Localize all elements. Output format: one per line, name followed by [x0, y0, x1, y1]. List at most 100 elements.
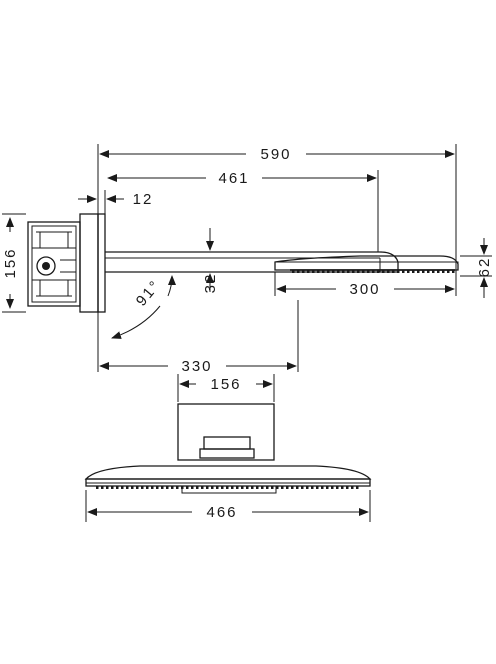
nozzle: [417, 270, 420, 273]
side-nozzles: [292, 270, 455, 273]
nozzle: [432, 270, 435, 273]
connector: [203, 436, 251, 450]
nozzle: [397, 270, 400, 273]
nozzle: [336, 486, 339, 489]
nozzle: [106, 486, 109, 489]
dim-plate-width: 156: [210, 376, 241, 393]
wall-plate: [177, 403, 275, 461]
nozzle: [316, 486, 319, 489]
nozzle: [231, 486, 234, 489]
nozzle: [296, 486, 299, 489]
dim-box-height: 156: [2, 247, 19, 278]
nozzle: [96, 486, 99, 489]
nozzle: [297, 270, 300, 273]
dim-arm-projection: 330: [181, 358, 212, 375]
nozzle: [306, 486, 309, 489]
nozzle: [322, 270, 325, 273]
nozzle: [101, 486, 104, 489]
nozzle: [236, 486, 239, 489]
nozzle: [126, 486, 129, 489]
nozzle: [292, 270, 295, 273]
wall-box: [27, 213, 106, 313]
front-nozzles: [96, 486, 359, 489]
nozzle: [372, 270, 375, 273]
nozzle: [407, 270, 410, 273]
nozzle: [327, 270, 330, 273]
dim-arm-offset: 32: [202, 273, 219, 294]
nozzle: [211, 486, 214, 489]
valve-core: [42, 262, 50, 270]
nozzle: [136, 486, 139, 489]
nozzle: [131, 486, 134, 489]
nozzle: [191, 486, 194, 489]
nozzle: [141, 486, 144, 489]
nozzle: [146, 486, 149, 489]
nozzle: [427, 270, 430, 273]
nozzle: [341, 486, 344, 489]
dim-head-height: 62: [476, 257, 493, 278]
shower-head-side: [274, 255, 459, 273]
nozzle: [351, 486, 354, 489]
nozzle: [226, 486, 229, 489]
nozzle: [377, 270, 380, 273]
side-view: 590 461 12 156 32 91° 62: [2, 144, 493, 375]
dim-head-depth: 300: [349, 281, 380, 298]
nozzle: [151, 486, 154, 489]
nozzle: [317, 270, 320, 273]
nozzle: [387, 270, 390, 273]
nozzle: [176, 486, 179, 489]
shower-arm: [105, 251, 399, 273]
nozzle: [121, 486, 124, 489]
nozzle: [337, 270, 340, 273]
nozzle: [261, 486, 264, 489]
nozzle: [437, 270, 440, 273]
nozzle: [422, 270, 425, 273]
nozzle: [312, 270, 315, 273]
nozzle: [311, 486, 314, 489]
nozzle: [266, 486, 269, 489]
nozzle: [181, 486, 184, 489]
nozzle: [301, 486, 304, 489]
nozzle: [452, 270, 455, 273]
nozzle: [362, 270, 365, 273]
nozzle: [442, 270, 445, 273]
nozzle: [241, 486, 244, 489]
nozzle: [281, 486, 284, 489]
nozzle: [171, 486, 174, 489]
nozzle: [161, 486, 164, 489]
nozzle: [352, 270, 355, 273]
nozzle: [116, 486, 119, 489]
nozzle: [412, 270, 415, 273]
nozzle: [291, 486, 294, 489]
nozzle: [332, 270, 335, 273]
dim-head-width: 466: [206, 504, 237, 521]
nozzle: [402, 270, 405, 273]
dim-arm-length: 461: [218, 170, 249, 187]
nozzle: [196, 486, 199, 489]
nozzle: [246, 486, 249, 489]
nozzle: [347, 270, 350, 273]
nozzle: [447, 270, 450, 273]
nozzle: [331, 486, 334, 489]
nozzle: [206, 486, 209, 489]
nozzle: [321, 486, 324, 489]
nozzle: [166, 486, 169, 489]
nozzle: [382, 270, 385, 273]
nozzle: [302, 270, 305, 273]
nozzle: [216, 486, 219, 489]
dim-total-length: 590: [260, 146, 291, 163]
nozzle: [346, 486, 349, 489]
shower-head-front: [84, 465, 372, 480]
nozzle: [357, 270, 360, 273]
nozzle: [201, 486, 204, 489]
front-view: 156 466: [84, 374, 372, 522]
nozzle: [307, 270, 310, 273]
nozzle: [326, 486, 329, 489]
nozzle: [367, 270, 370, 273]
nozzle: [221, 486, 224, 489]
nozzle: [256, 486, 259, 489]
dim-angle: 91°: [133, 277, 164, 310]
nozzle: [276, 486, 279, 489]
nozzle: [342, 270, 345, 273]
